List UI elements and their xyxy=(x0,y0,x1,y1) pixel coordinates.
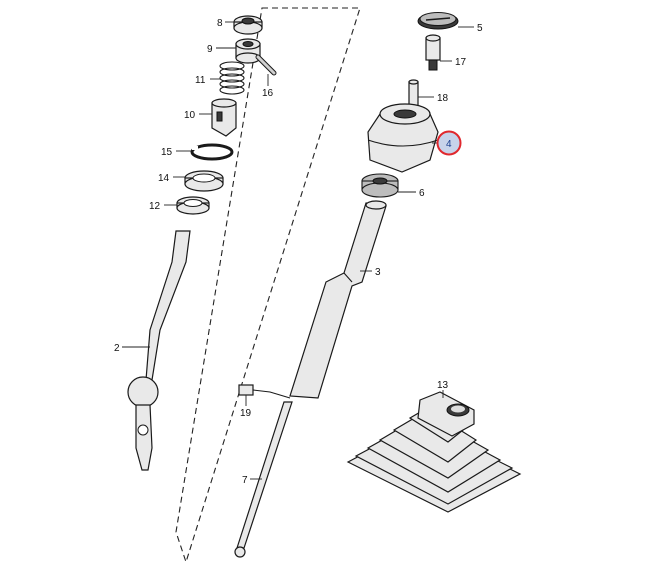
leader-lines xyxy=(122,21,474,480)
part-17-insert[interactable] xyxy=(425,34,441,71)
part-2-shift-lever[interactable] xyxy=(127,230,191,471)
callout-13[interactable]: 13 xyxy=(437,380,449,391)
part-5-knob-top[interactable] xyxy=(417,11,459,30)
part-3-shift-tube[interactable] xyxy=(289,200,387,399)
callout-11[interactable]: 11 xyxy=(195,75,206,86)
callout-14[interactable]: 14 xyxy=(158,173,170,184)
callout-12[interactable]: 12 xyxy=(149,201,161,212)
callout-15[interactable]: 15 xyxy=(161,147,173,158)
callout-3[interactable]: 3 xyxy=(375,267,381,278)
assembly-group-frame xyxy=(175,7,361,564)
part-19-connector[interactable] xyxy=(238,384,291,399)
part-12-ring[interactable] xyxy=(176,196,210,215)
part-6-boot-ring[interactable] xyxy=(361,173,399,198)
part-8-cap[interactable] xyxy=(233,15,263,35)
part-9-bushing[interactable] xyxy=(235,38,261,64)
highlight-circle[interactable] xyxy=(436,130,462,156)
callout-2[interactable]: 2 xyxy=(114,343,120,354)
callout-9[interactable]: 9 xyxy=(207,44,213,55)
part-4-knob[interactable] xyxy=(367,103,439,173)
part-7-rod[interactable] xyxy=(234,401,293,558)
callout-6[interactable]: 6 xyxy=(419,188,425,199)
part-11-spring[interactable] xyxy=(219,61,245,95)
callout-16[interactable]: 16 xyxy=(262,88,274,99)
part-15-circlip[interactable] xyxy=(190,143,234,161)
part-14-washer[interactable] xyxy=(184,170,224,192)
part-10-lever-block[interactable] xyxy=(211,98,237,137)
part-16-pin[interactable] xyxy=(255,54,277,76)
callout-8[interactable]: 8 xyxy=(217,18,223,29)
part-13-gaiter[interactable] xyxy=(346,391,522,513)
callout-17[interactable]: 17 xyxy=(455,57,467,68)
callout-18[interactable]: 18 xyxy=(437,93,449,104)
callout-10[interactable]: 10 xyxy=(184,110,196,121)
callout-5[interactable]: 5 xyxy=(477,23,483,34)
callout-19[interactable]: 19 xyxy=(240,408,252,419)
callout-7[interactable]: 7 xyxy=(242,475,248,486)
callout-4[interactable]: 4 xyxy=(446,139,452,150)
